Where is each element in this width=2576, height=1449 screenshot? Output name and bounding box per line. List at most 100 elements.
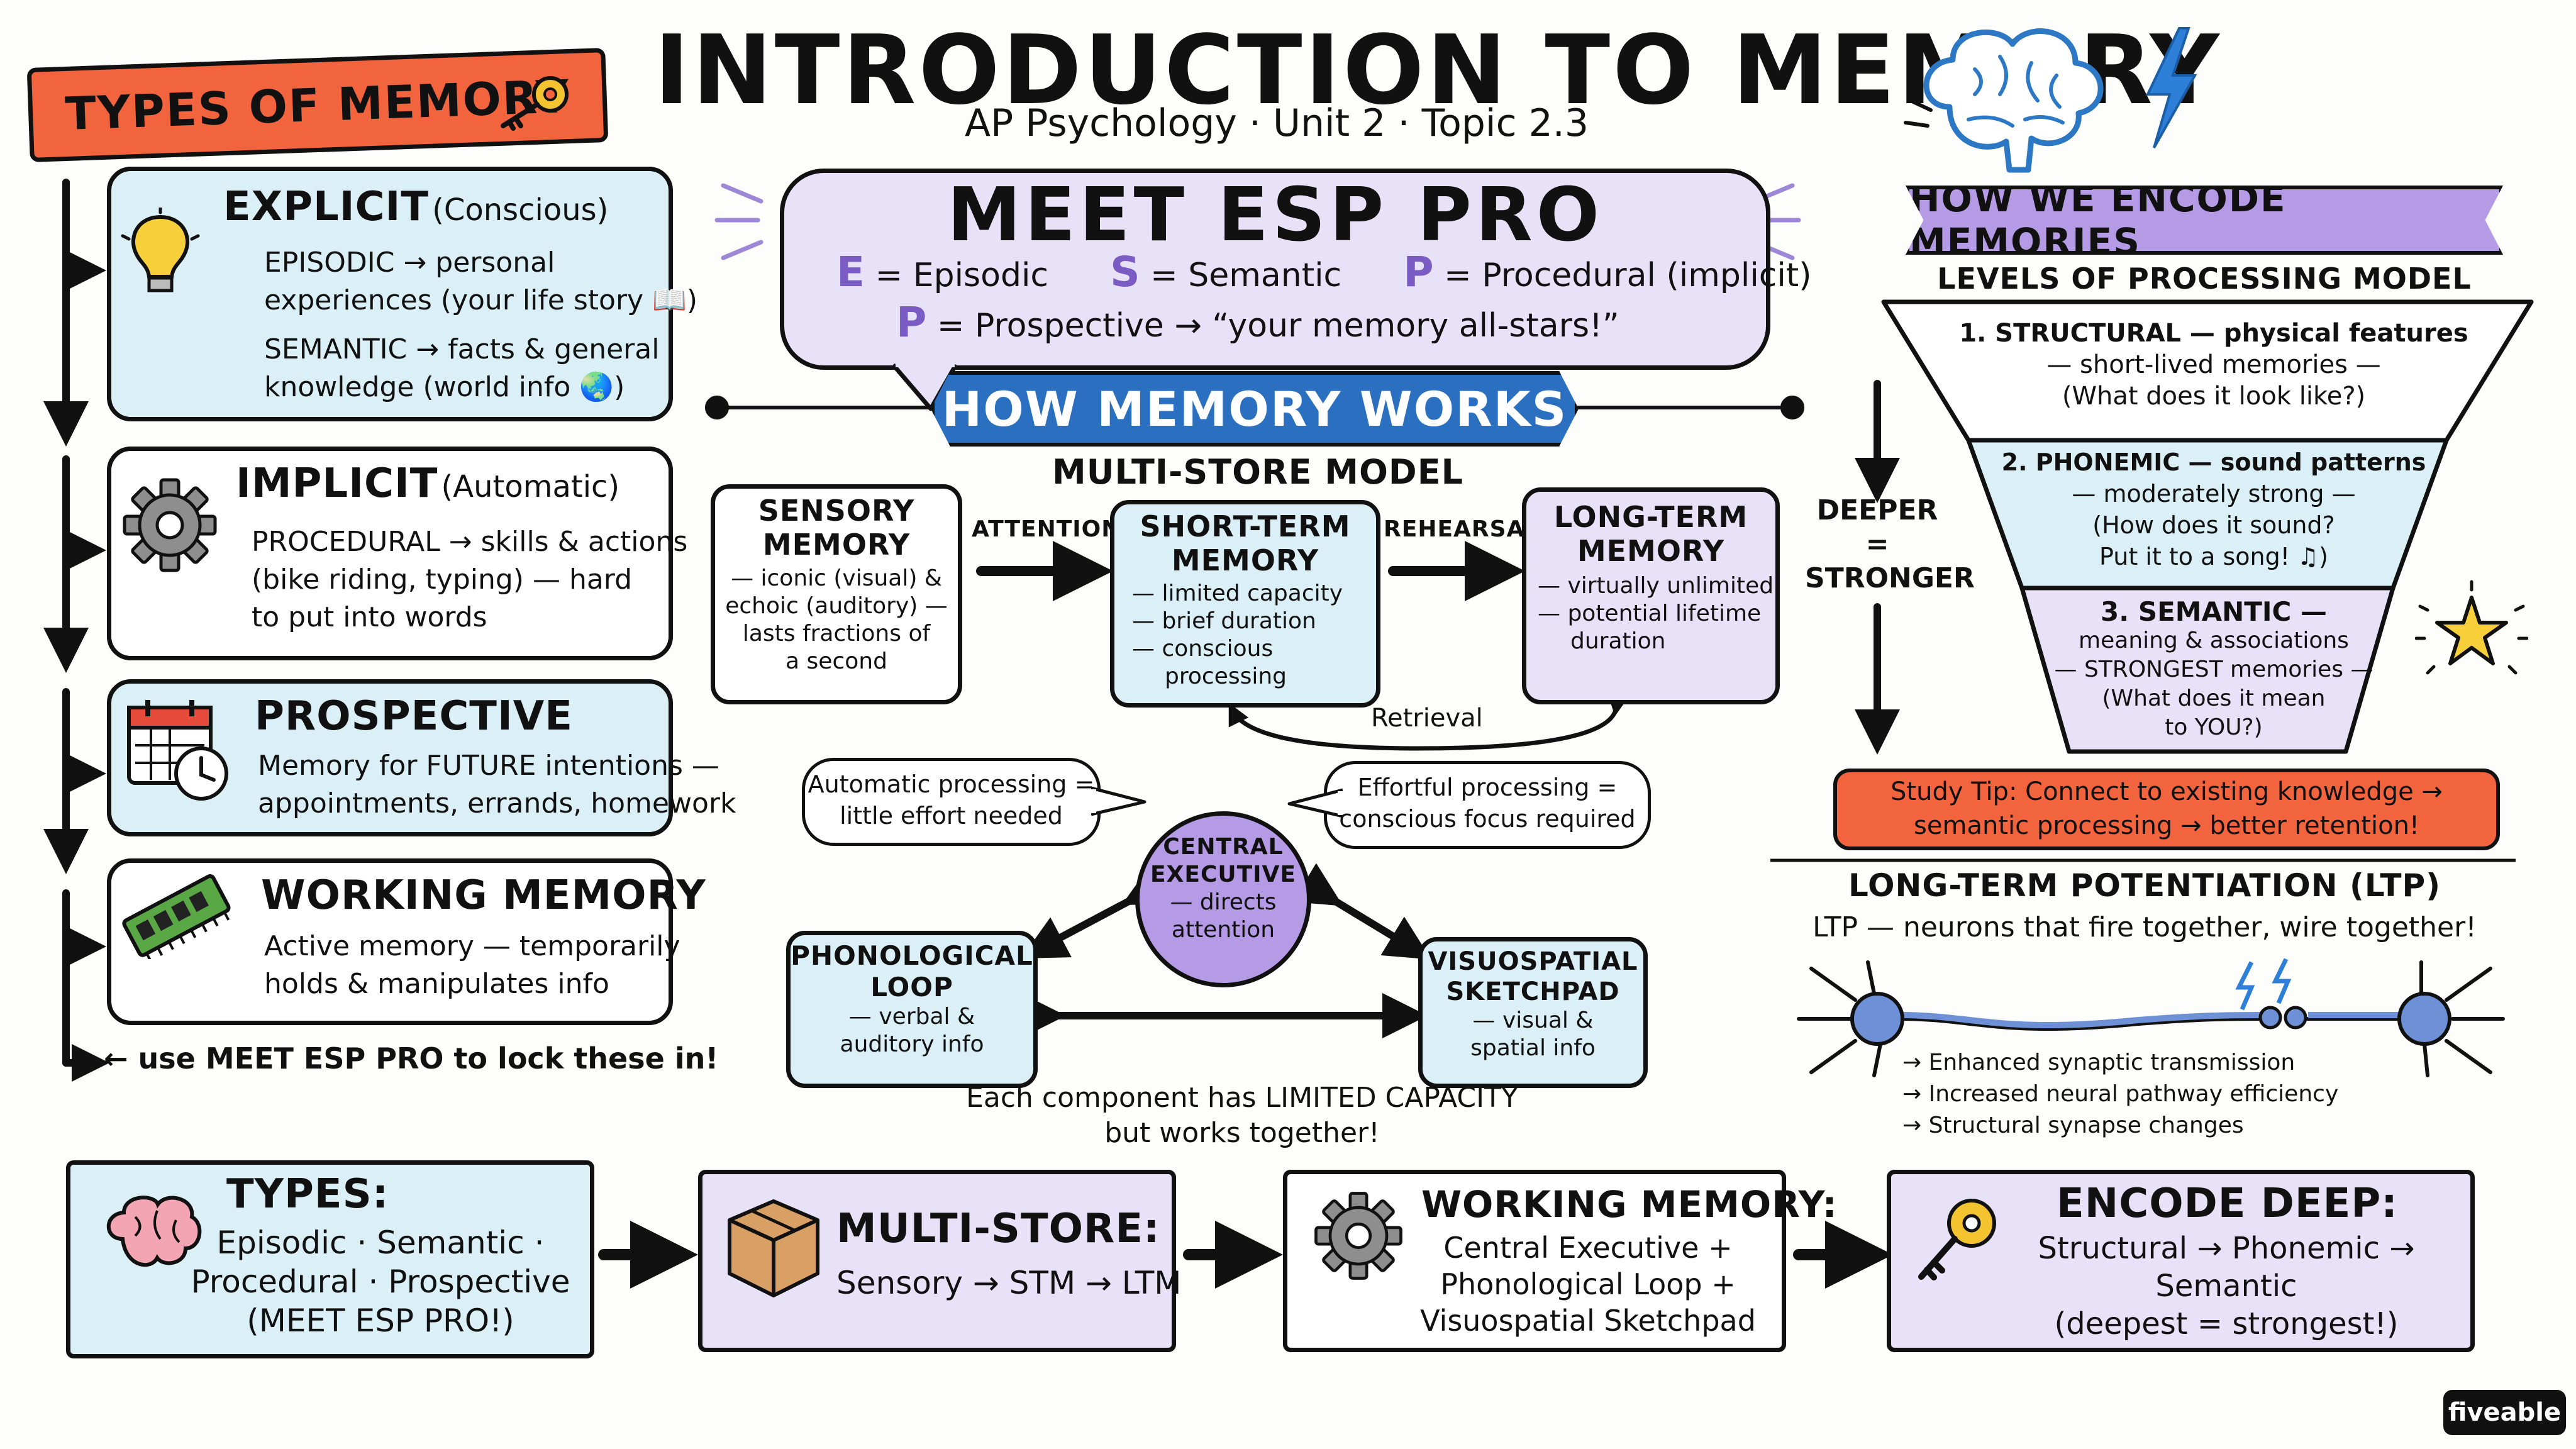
- deeper-label: STRONGER: [1805, 562, 1975, 594]
- neuron-illustration: [1797, 958, 2505, 1077]
- how-memory-works-banner: HOW MEMORY WORKS: [931, 371, 1579, 447]
- encode-banner-label: HOW WE ENCODE MEMORIES: [1909, 177, 2287, 263]
- visuospatial-title: SKETCHPAD: [1446, 977, 1620, 1006]
- esp-letter: E: [836, 248, 865, 296]
- prospective-line: appointments, errands, homework: [258, 787, 736, 819]
- central-executive-title: CENTRAL: [1163, 834, 1284, 860]
- phonological-line: auditory info: [840, 1031, 984, 1057]
- summary-types-line: Episodic · Semantic ·: [216, 1224, 545, 1261]
- working-memory-line: holds & manipulates info: [264, 968, 609, 1000]
- wm-caption: Each component has LIMITED CAPACITY: [966, 1082, 1518, 1114]
- sensory-title: MEMORY: [762, 528, 911, 562]
- esp-meaning: = Prospective → “your memory all-stars!”: [936, 307, 1619, 345]
- brain-icon: [1904, 28, 2104, 173]
- deeper-label: DEEPER: [1816, 494, 1938, 526]
- stm-line: — brief duration: [1132, 608, 1316, 634]
- level-semantic-line: meaning & associations: [2079, 628, 2349, 653]
- level-semantic-line: — STRONGEST memories —: [2054, 657, 2373, 682]
- ltp-subtitle: LTP — neurons that fire together, wire t…: [1813, 911, 2477, 943]
- automatic-processing-bubble: [802, 758, 1101, 846]
- page-subtitle: AP Psychology · Unit 2 · Topic 2.3: [964, 101, 1589, 145]
- node-central-executive: [1135, 811, 1311, 987]
- node-long-term-memory: [1522, 487, 1780, 704]
- summary-encode-deep-line: (deepest = strongest!): [2054, 1306, 2399, 1341]
- types-footer-note: ← use MEET ESP PRO to lock these in!: [104, 1041, 719, 1075]
- summary-types-line: Procedural · Prospective: [191, 1263, 570, 1300]
- wm-caption: but works together!: [1104, 1117, 1380, 1149]
- prospective-line: Memory for FUTURE intentions —: [258, 750, 719, 782]
- level-semantic-line: to YOU?): [2165, 714, 2263, 740]
- explicit-line: EPISODIC → personal: [264, 247, 555, 279]
- ltp-title: LONG-TERM POTENTIATION (LTP): [1848, 867, 2441, 904]
- summary-working-memory-line: Central Executive +: [1443, 1231, 1733, 1265]
- summary-types-title: TYPES:: [226, 1171, 389, 1218]
- explicit-line: experiences (your life story 📖): [264, 284, 698, 316]
- esp-meaning: = Procedural (implicit): [1444, 257, 1812, 294]
- explicit-title: EXPLICIT: [223, 184, 429, 230]
- central-executive-line: attention: [1171, 917, 1275, 943]
- summary-multi-store-title: MULTI-STORE:: [836, 1206, 1160, 1252]
- implicit-line: PROCEDURAL → skills & actions: [252, 526, 688, 558]
- node-short-term-memory: [1110, 500, 1380, 708]
- lightning-icon: [2145, 27, 2197, 148]
- central-executive-title: EXECUTIVE: [1150, 862, 1296, 887]
- explicit-line: knowledge (world info 🌏): [264, 371, 625, 403]
- stm-title: MEMORY: [1171, 543, 1319, 577]
- esp-letter: S: [1110, 248, 1140, 296]
- sensory-line: a second: [786, 648, 887, 674]
- level-phonemic-line: (How does it sound?: [2092, 511, 2335, 539]
- effortful-processing-bubble: [1324, 761, 1651, 849]
- stm-title: SHORT-TERM: [1140, 509, 1351, 543]
- study-tip-line: Study Tip: Connect to existing knowledge…: [1890, 777, 2443, 806]
- level-phonemic-line: Put it to a song! ♫): [2099, 543, 2328, 570]
- sensory-line: echoic (auditory) —: [725, 593, 948, 619]
- ltp-bullet: → Increased neural pathway efficiency: [1902, 1081, 2339, 1107]
- key-icon: [1918, 1199, 1996, 1280]
- implicit-qualifier: (Automatic): [441, 469, 620, 504]
- ltm-title: MEMORY: [1577, 534, 1725, 568]
- implicit-title: IMPLICIT: [236, 460, 438, 507]
- phonological-title: LOOP: [870, 972, 953, 1002]
- attention-label: ATTENTION: [972, 516, 1121, 542]
- lightbulb-icon: [121, 208, 200, 292]
- esp-meaning: = Semantic: [1150, 257, 1342, 294]
- how-memory-works-label: HOW MEMORY WORKS: [941, 380, 1568, 437]
- encode-banner: HOW WE ENCODE MEMORIES: [1906, 186, 2503, 255]
- level-structural-line: 1. STRUCTURAL — physical features: [1959, 319, 2468, 348]
- gear-icon: [123, 478, 217, 572]
- gear-icon: [1314, 1192, 1402, 1280]
- explicit-line: SEMANTIC → facts & general: [264, 333, 660, 365]
- levels-funnel: [1881, 299, 2534, 754]
- fiveable-logo: fiveable: [2443, 1390, 2566, 1435]
- visuospatial-title: VISUOSPATIAL: [1428, 947, 1638, 976]
- esp-letter: P: [896, 298, 927, 347]
- summary-types-line: (MEET ESP PRO!): [247, 1302, 514, 1339]
- rehearsal-label: REHEARSAL: [1384, 516, 1540, 542]
- ltp-bullet: → Enhanced synaptic transmission: [1902, 1050, 2296, 1075]
- star-icon: [2415, 580, 2528, 675]
- brain-icon: [106, 1196, 202, 1267]
- node-visuospatial-sketchpad: [1418, 937, 1648, 1088]
- sensory-line: lasts fractions of: [742, 621, 931, 647]
- summary-encode-deep-line: Structural → Phonemic →: [2038, 1231, 2415, 1266]
- card-implicit: [107, 447, 673, 660]
- stm-line: processing: [1165, 663, 1287, 689]
- types-spine: [43, 179, 109, 1082]
- summary-working-memory-title: WORKING MEMORY:: [1421, 1183, 1838, 1226]
- calendar-icon: [127, 700, 228, 801]
- encode-subtitle: LEVELS OF PROCESSING MODEL: [1937, 262, 2472, 296]
- stm-line: — conscious: [1132, 636, 1274, 662]
- level-semantic-line: (What does it mean: [2102, 686, 2326, 711]
- fiveable-logo-text: fiveable: [2448, 1398, 2562, 1427]
- visuospatial-line: — visual &: [1472, 1008, 1594, 1033]
- sensory-title: SENSORY: [758, 494, 915, 528]
- card-explicit: [107, 167, 673, 421]
- phonological-line: — verbal &: [848, 1004, 975, 1030]
- node-phonological-loop: [786, 931, 1038, 1088]
- level-phonemic-line: — moderately strong —: [2072, 480, 2356, 508]
- effortful-processing-line: Effortful processing =: [1357, 774, 1618, 801]
- central-executive-line: — directs: [1170, 889, 1277, 915]
- level-structural-line: — short-lived memories —: [2046, 350, 2381, 379]
- level-phonemic-line: 2. PHONEMIC — sound patterns: [2001, 448, 2426, 476]
- working-memory-line: Active memory — temporarily: [264, 930, 680, 962]
